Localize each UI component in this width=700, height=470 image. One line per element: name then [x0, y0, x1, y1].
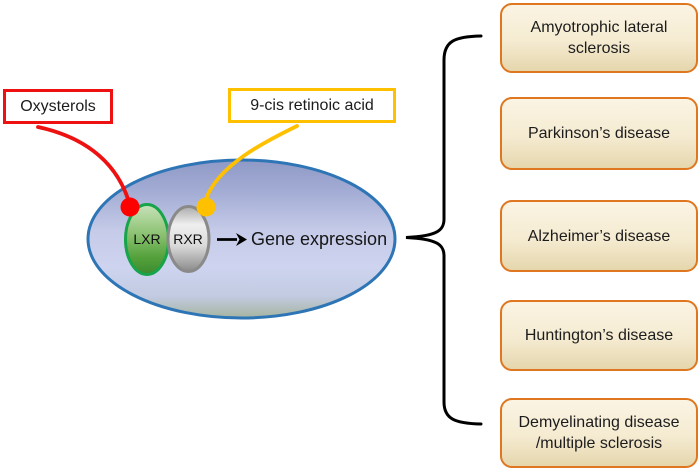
disease-label: Amyotrophic lateral sclerosis	[530, 19, 668, 57]
oxysterol-ligand-dot	[120, 197, 140, 217]
oxysterols-connector-line	[36, 125, 130, 201]
rxr-receptor-ellipse	[166, 205, 211, 273]
gene-expression-label: Gene expression	[251, 229, 388, 249]
oxysterols-label: Oxysterols	[20, 97, 96, 115]
disease-box-alzheimers: Alzheimer’s disease	[500, 200, 698, 272]
retinoic-acid-label: 9-cis retinoic acid	[250, 96, 374, 114]
disease-box-huntingtons: Huntington’s disease	[500, 300, 698, 371]
rxr-receptor-label: RXR	[173, 231, 203, 247]
diseases-curly-brace	[405, 34, 483, 426]
disease-label: Alzheimer’s disease	[527, 227, 671, 245]
disease-box-als: Amyotrophic lateral sclerosis	[500, 3, 698, 73]
disease-box-parkinsons: Parkinson’s disease	[500, 97, 698, 170]
oxysterols-label-box: Oxysterols	[3, 89, 113, 124]
retinoic-ligand-dot	[196, 197, 216, 217]
disease-label: Huntington’s disease	[524, 327, 674, 344]
disease-label: Demyelinating disease /multiple sclerosi…	[518, 414, 680, 452]
lxr-receptor-label: LXR	[133, 231, 161, 247]
disease-box-demyelinating: Demyelinating disease /multiple sclerosi…	[500, 398, 698, 468]
retinoic-acid-label-box: 9-cis retinoic acid	[228, 88, 396, 123]
disease-label: Parkinson’s disease	[527, 125, 670, 142]
gene-expression-arrow-head	[236, 233, 247, 246]
retinoic-connector-line	[204, 124, 299, 201]
